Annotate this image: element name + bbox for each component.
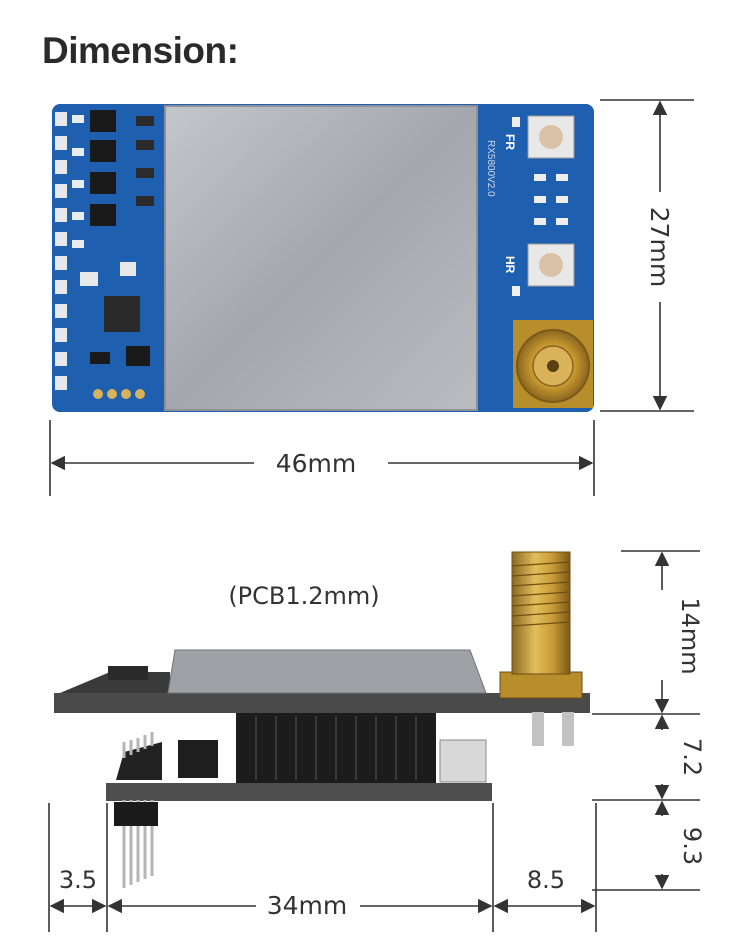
header-pads	[93, 389, 145, 399]
edge-pads-left	[55, 112, 67, 390]
sma-connector-top	[513, 320, 593, 408]
bottom-width-label: 34mm	[267, 891, 348, 920]
top-view-module: RX5800V2.0 FR HR	[52, 104, 594, 412]
fr-button	[527, 115, 575, 159]
hr-button	[527, 243, 575, 287]
pcb-thickness-label: (PCB1.2mm)	[228, 582, 379, 610]
pin-header	[114, 732, 162, 888]
left-components	[72, 110, 154, 366]
page-title: Dimension:	[42, 30, 239, 71]
lower-pcb	[106, 783, 492, 801]
bottom-height-label: 9.3	[678, 827, 706, 865]
led-indicators	[512, 117, 568, 296]
side-view-dimensions	[48, 550, 700, 932]
silk-hr: HR	[503, 256, 517, 274]
width-label: 46mm	[276, 449, 357, 478]
sma-connector-side	[499, 551, 583, 746]
height-label: 27mm	[645, 207, 674, 288]
right-offset-label: 8.5	[527, 866, 565, 894]
rf-shield	[164, 105, 478, 411]
antenna-height-label: 14mm	[676, 597, 704, 674]
shield-side	[167, 649, 487, 694]
left-offset-label: 3.5	[59, 866, 97, 894]
silk-version: RX5800V2.0	[485, 140, 496, 197]
side-view-module	[54, 551, 590, 888]
upper-pcb	[54, 693, 590, 713]
middle-height-label: 7.2	[678, 738, 706, 776]
top-view-dimensions	[49, 99, 694, 496]
silk-fr: FR	[503, 134, 517, 150]
